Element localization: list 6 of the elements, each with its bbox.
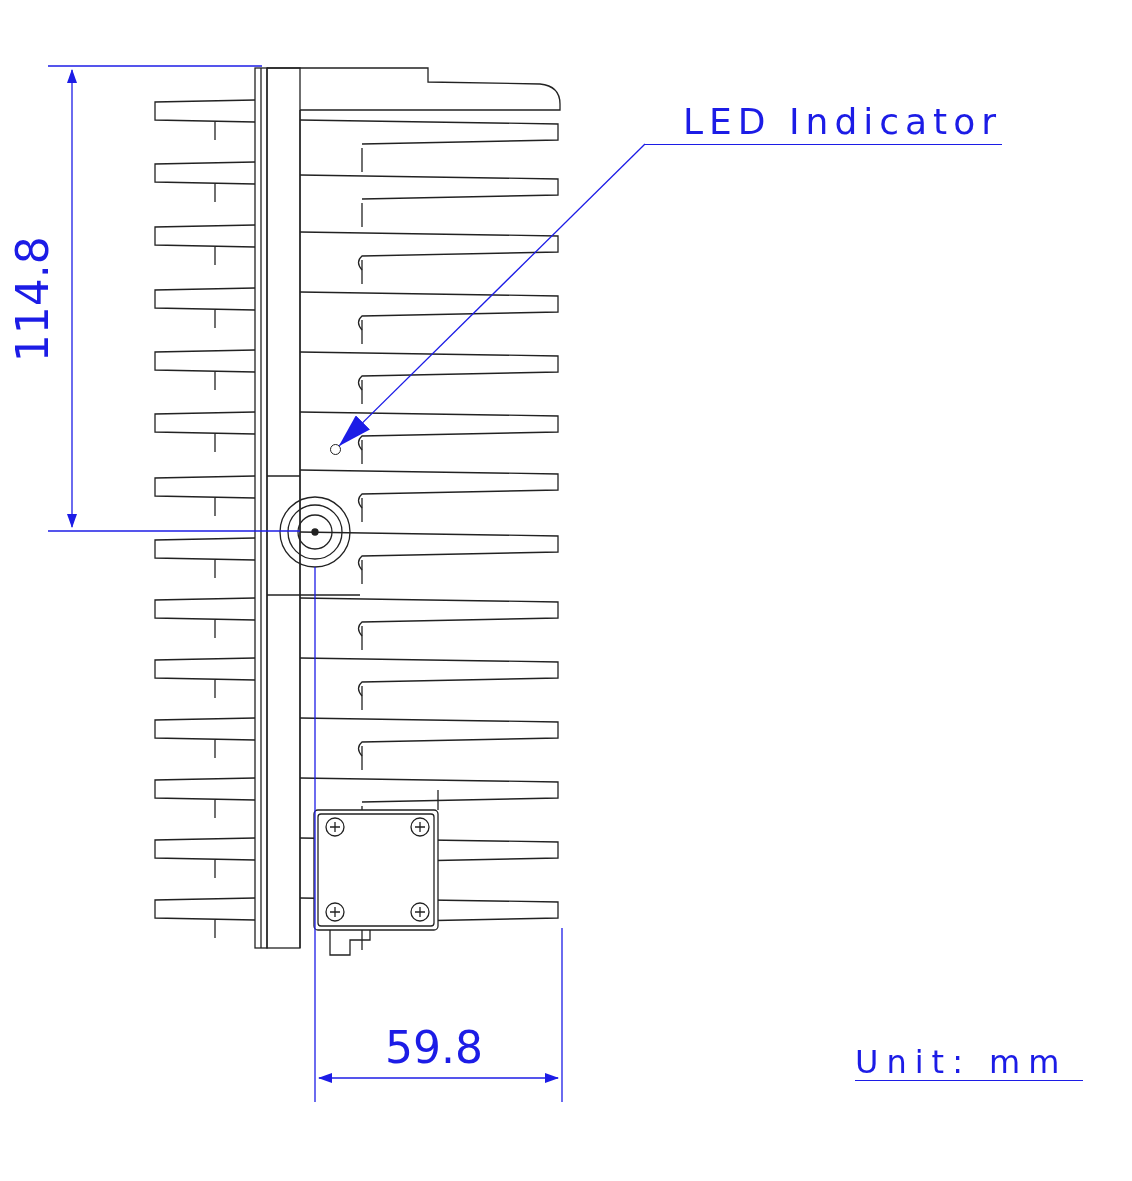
dimension-value: 114.8 [8,236,58,363]
dimension-value: 59.8 [385,1024,483,1073]
indicator-hole [330,444,341,455]
leader-line [338,143,646,447]
unit-note: Unit: mm [855,1045,1083,1082]
callout-label: LED Indicator [645,100,1003,145]
